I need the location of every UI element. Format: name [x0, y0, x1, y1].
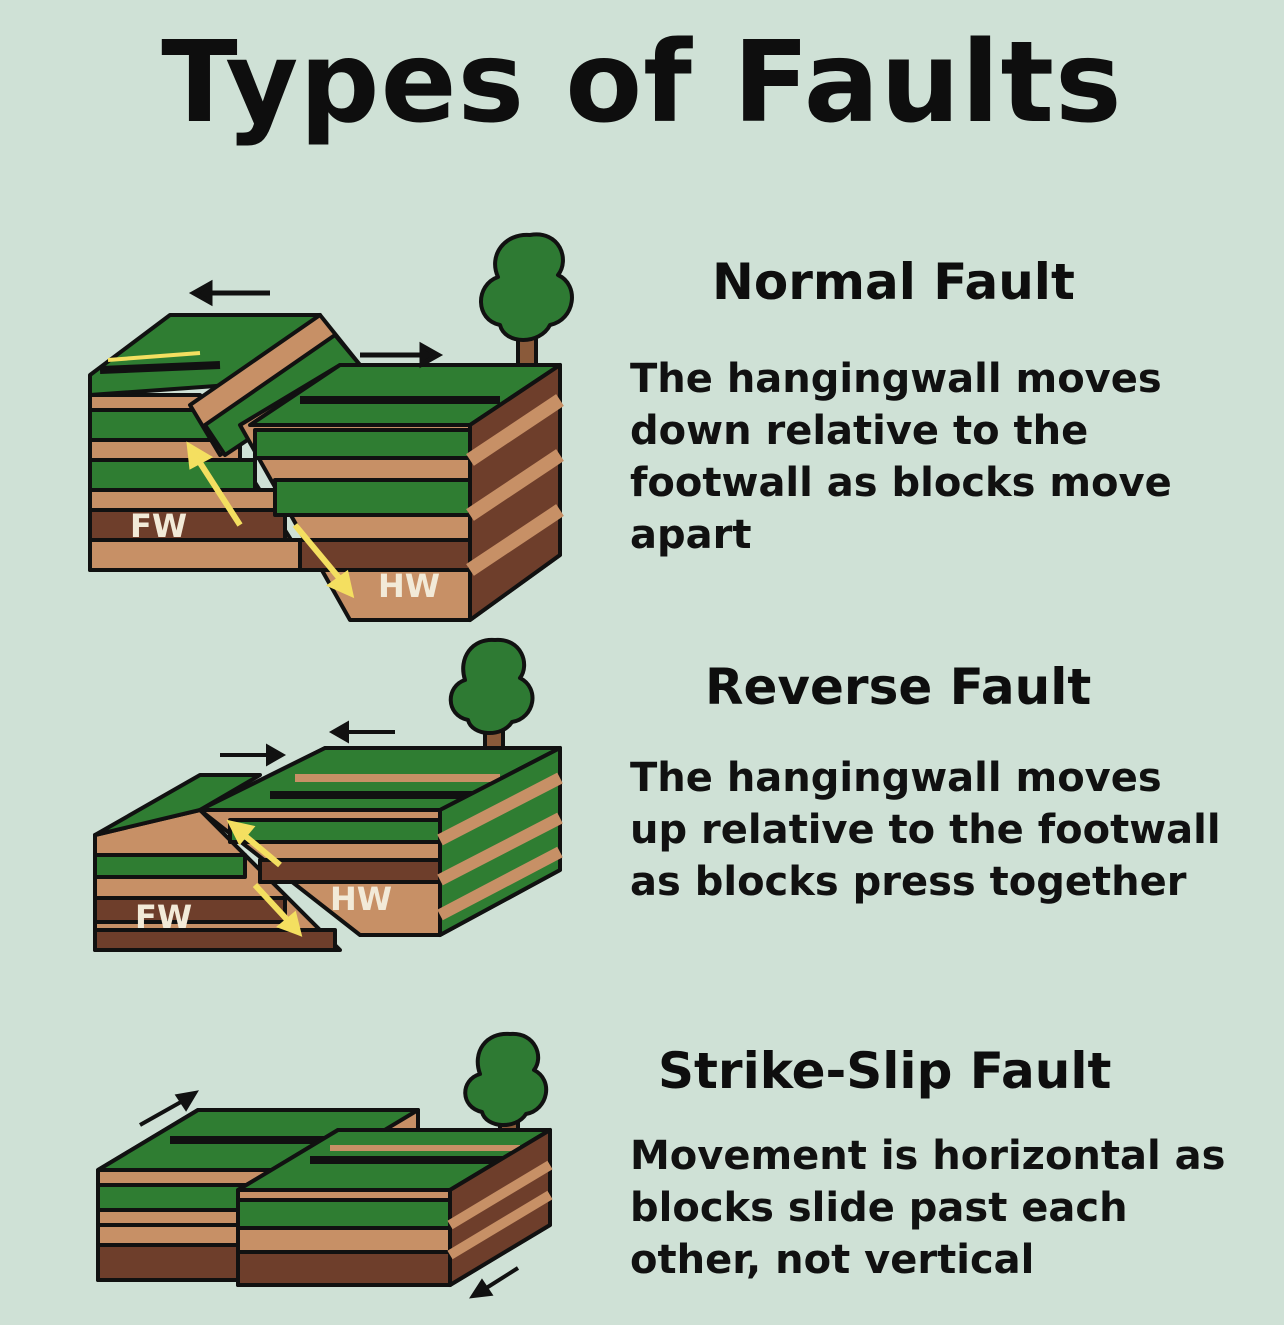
hangingwall-label: HW [330, 880, 392, 918]
arrow-up-icon [192, 453, 243, 527]
arrow-down-icon [252, 882, 295, 928]
fault-name: Reverse Fault [705, 658, 1092, 716]
fault-description: Movement is horizontal as blocks slide p… [630, 1133, 1226, 1283]
footwall-label: FW [135, 898, 192, 936]
tree-icon [448, 637, 535, 754]
reverse-fault-section: FW HW Reverse Fault The hangingwall move… [0, 630, 1284, 960]
fault-name: Normal Fault [712, 253, 1075, 311]
footwall-label: FW [130, 507, 187, 545]
fault-name: Strike-Slip Fault [658, 1042, 1112, 1100]
strike-slip-fault-diagram [96, 1031, 553, 1299]
hangingwall-block [198, 746, 563, 937]
tree-icon [463, 1031, 549, 1138]
page-title: Types of Faults [161, 18, 1123, 148]
arrow-down-icon [292, 523, 348, 587]
strike-slip-fault-section: Strike-Slip Fault Movement is horizontal… [0, 1030, 1284, 1320]
reverse-fault-diagram: FW HW [93, 637, 563, 952]
normal-fault-diagram: FW HW [88, 232, 574, 622]
hangingwall-label: HW [378, 567, 440, 605]
tree-icon [479, 232, 574, 387]
right-block [236, 1128, 553, 1287]
fault-description: The hangingwall moves down relative to t… [630, 356, 1172, 558]
normal-fault-section: FW HW Normal Fault The hangingwall moves… [0, 225, 1284, 635]
fault-description: The hangingwall moves up relative to the… [630, 755, 1221, 905]
